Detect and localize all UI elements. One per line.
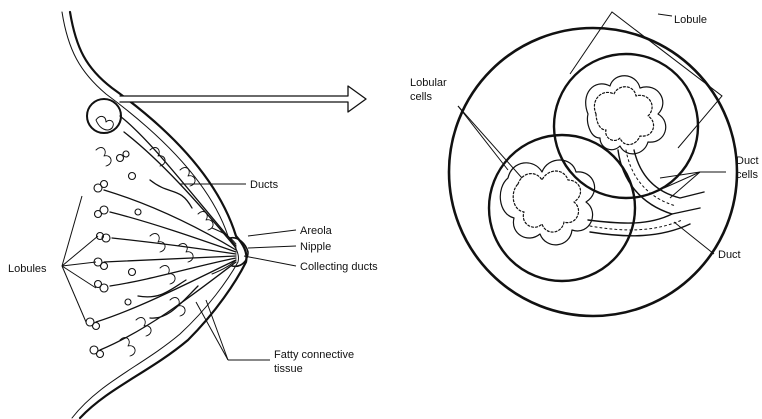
magnify-circle: [87, 99, 121, 133]
fatty-tissue: [96, 148, 213, 356]
label-areola: Areola: [300, 225, 333, 237]
label-lobular-cells: cells: [410, 91, 433, 103]
label-lobules: Lobules: [8, 263, 47, 275]
duct-network: [96, 116, 236, 350]
label-duct-cells-1: Duct: [736, 155, 759, 167]
breast-outline: [70, 12, 246, 418]
lower-lobule-tissue: [500, 160, 594, 245]
label-collecting-ducts: Collecting ducts: [300, 261, 378, 273]
label-duct-cells-2: cells: [736, 169, 759, 181]
magnified-lobule-view: [449, 28, 737, 316]
lobule-clusters: [86, 151, 141, 358]
magnify-arrow: [120, 86, 366, 112]
label-lobular: Lobular: [410, 77, 447, 89]
upper-lobule-tissue: [586, 76, 666, 154]
label-fatty-tissue: tissue: [274, 363, 303, 375]
label-ducts: Ducts: [250, 179, 279, 191]
label-nipple: Nipple: [300, 241, 331, 253]
label-fatty-connective: Fatty connective: [274, 349, 354, 361]
lobule-detail-small: [96, 116, 113, 130]
breast-outline-inner: [62, 12, 239, 418]
label-duct: Duct: [718, 249, 741, 261]
label-lobule: Lobule: [674, 14, 707, 26]
